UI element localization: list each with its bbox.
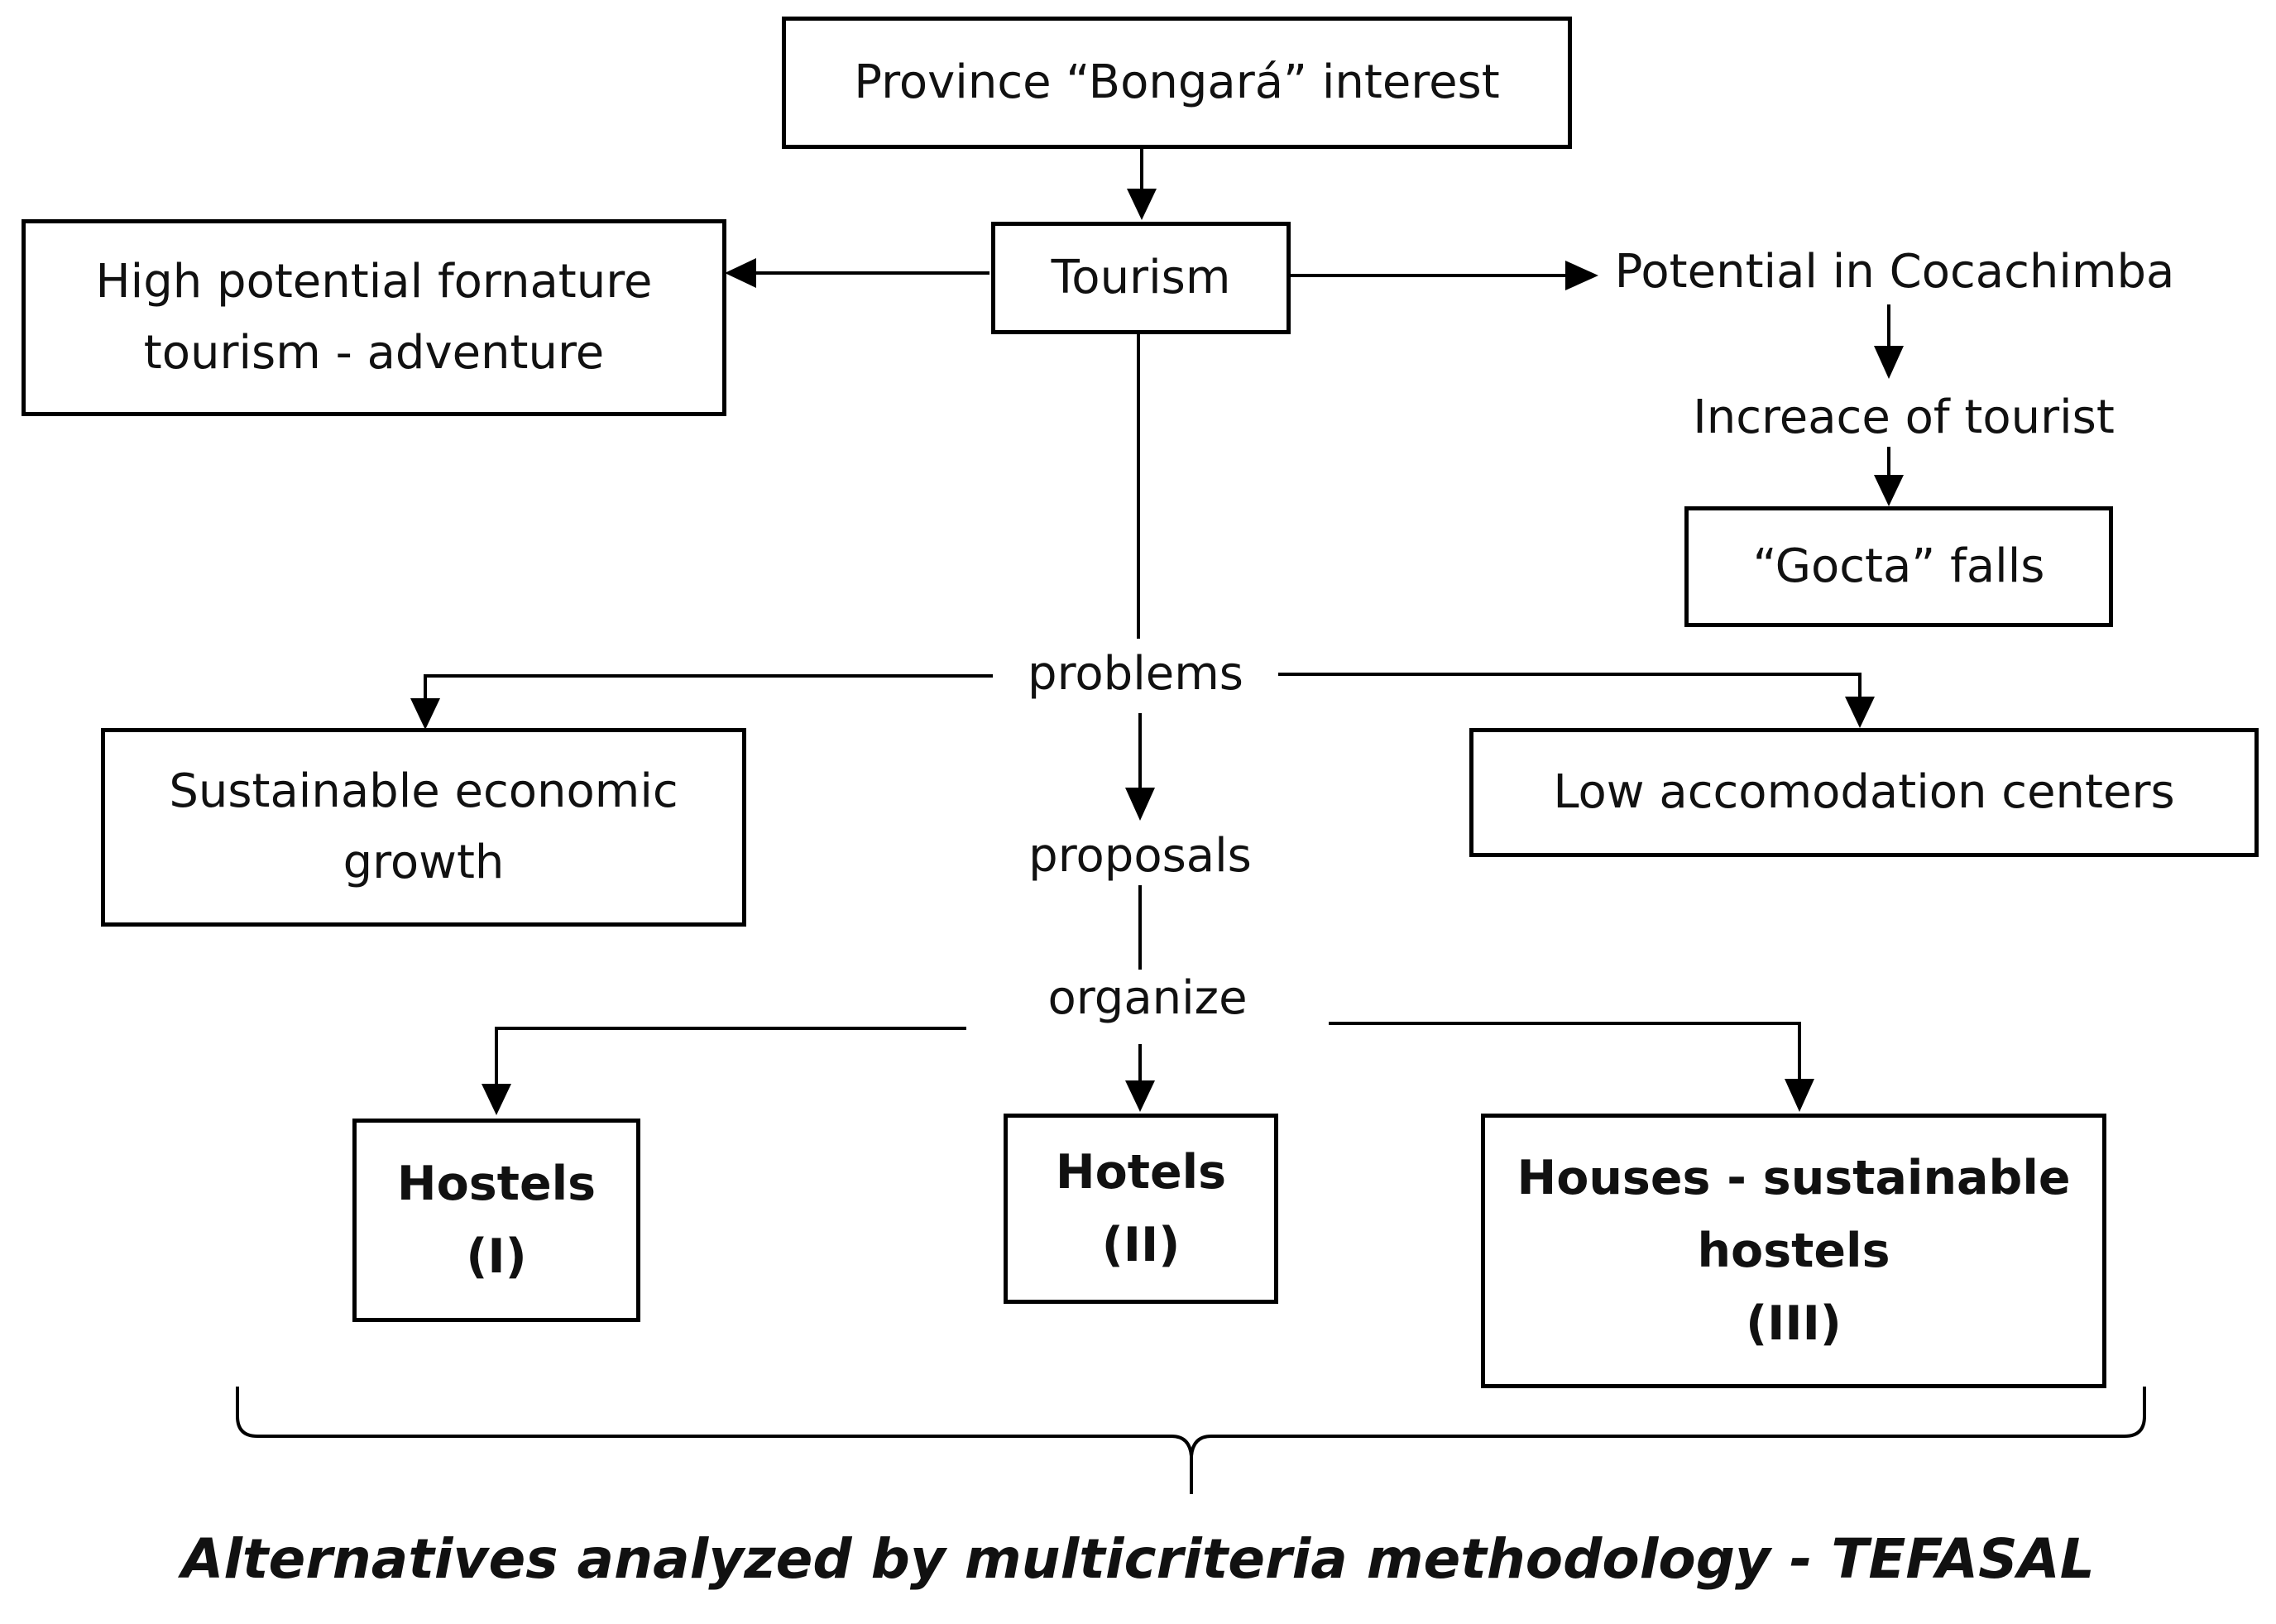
hotels-box: Hotels (II) xyxy=(1004,1114,1278,1304)
potential-cocachimba-label: Potential in Cocachimba xyxy=(1598,243,2191,301)
problems-label: problems xyxy=(993,645,1278,703)
hotels-numeral: (II) xyxy=(1101,1218,1181,1272)
connector-problems-accommodation xyxy=(1278,673,1862,700)
hostels-box: Hostels (I) xyxy=(352,1119,640,1322)
tourism-box: Tourism xyxy=(991,222,1291,334)
gocta-falls-box: “Gocta” falls xyxy=(1684,506,2113,627)
arrowhead xyxy=(1845,697,1875,728)
province-interest-label: Province “Bongará” interest xyxy=(854,55,1500,109)
arrowhead xyxy=(482,1084,511,1115)
arrowhead xyxy=(1874,346,1904,379)
organize-label: organize xyxy=(966,970,1329,1028)
province-interest-box: Province “Bongará” interest xyxy=(782,17,1572,149)
proposals-label: proposals xyxy=(991,827,1289,885)
sustainable-growth-box: Sustainable economic growth xyxy=(101,728,746,927)
alternatives-caption: Alternatives analyzed by multicriteria m… xyxy=(181,1527,2095,1591)
arrowhead xyxy=(1125,788,1155,821)
arrowhead xyxy=(1874,475,1904,506)
sustainable-growth-line-2: growth xyxy=(343,836,505,889)
hostels-label: Hostels xyxy=(396,1157,597,1211)
arrowhead xyxy=(1125,1080,1155,1112)
hotels-label: Hotels xyxy=(1055,1145,1227,1200)
tourist-increase-label: Increace of tourist xyxy=(1668,389,2139,447)
houses-label-line-1: Houses - sustainable xyxy=(1517,1151,2071,1205)
gocta-falls-label: “Gocta” falls xyxy=(1752,539,2045,593)
adventure-tourism-line-1: High potential fornature xyxy=(95,255,653,309)
adventure-tourism-line-2: tourism - adventure xyxy=(143,326,605,380)
houses-numeral: (III) xyxy=(1746,1296,1842,1351)
arrowhead xyxy=(1785,1079,1814,1112)
hostels-numeral: (I) xyxy=(466,1229,527,1284)
connector-organize-hostels xyxy=(495,1027,966,1087)
arrowhead xyxy=(1565,261,1598,290)
sustainable-growth-line-1: Sustainable economic xyxy=(169,764,678,818)
low-accommodation-label: Low accomodation centers xyxy=(1553,765,2175,819)
houses-label-line-2: hostels xyxy=(1697,1224,1890,1278)
low-accommodation-box: Low accomodation centers xyxy=(1469,728,2259,857)
curly-brace xyxy=(236,1387,2146,1494)
adventure-tourism-box: High potential fornature tourism - adven… xyxy=(22,219,726,416)
arrowhead xyxy=(410,698,440,730)
houses-box: Houses - sustainable hostels (III) xyxy=(1481,1114,2106,1388)
connector-problems-sustainable xyxy=(424,674,993,702)
arrowhead xyxy=(725,258,756,288)
connector-organize-houses xyxy=(1329,1022,1801,1082)
tourism-label: Tourism xyxy=(1051,251,1231,304)
arrowhead xyxy=(1127,189,1157,220)
